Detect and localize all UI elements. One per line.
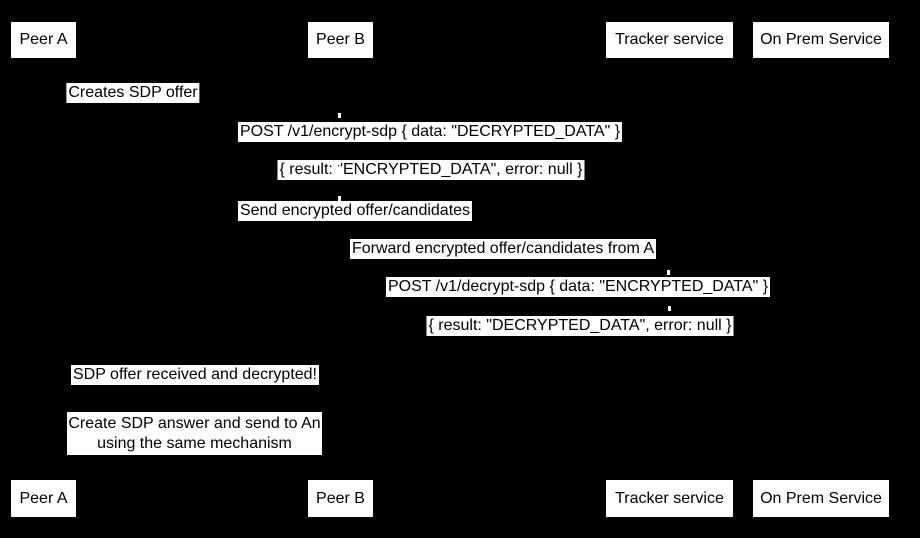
message-decrypt-result: { result: "DECRYPTED_DATA", error: null … (426, 316, 734, 336)
actor-tracker-service-top: Tracker service (606, 22, 733, 58)
message-forward-encrypted-offer: Forward encrypted offer/candidates from … (349, 239, 657, 259)
message-post-decrypt-sdp: POST /v1/decrypt-sdp { data: "ENCRYPTED_… (385, 277, 771, 297)
message-creates-sdp-offer: Creates SDP offer (66, 83, 200, 103)
message-send-encrypted-offer: Send encrypted offer/candidates (237, 201, 473, 221)
lifeline-dash (667, 270, 670, 275)
actor-tracker-service-bottom: Tracker service (606, 480, 733, 517)
lifeline-dash (338, 160, 341, 165)
actor-peer-b-top: Peer B (308, 22, 373, 58)
lifeline-dash (338, 113, 341, 118)
actor-peer-a-bottom: Peer A (11, 480, 76, 517)
lifeline-dash (668, 306, 671, 311)
lifeline-dash (338, 196, 341, 201)
note-create-sdp-answer: Create SDP answer and send to An using t… (67, 412, 322, 455)
note-line-2: using the same mechanism (97, 435, 292, 452)
message-post-encrypt-sdp: POST /v1/encrypt-sdp { data: "DECRYPTED_… (237, 122, 623, 142)
actor-peer-b-bottom: Peer B (308, 480, 373, 517)
message-sdp-offer-received: SDP offer received and decrypted! (71, 365, 319, 385)
actor-on-prem-service-top: On Prem Service (753, 22, 889, 58)
actor-peer-a-top: Peer A (11, 22, 76, 58)
note-line-1: Create SDP answer and send to An (68, 415, 321, 432)
message-encrypt-result: { result: "ENCRYPTED_DATA", error: null … (277, 160, 585, 180)
actor-on-prem-service-bottom: On Prem Service (753, 480, 889, 517)
